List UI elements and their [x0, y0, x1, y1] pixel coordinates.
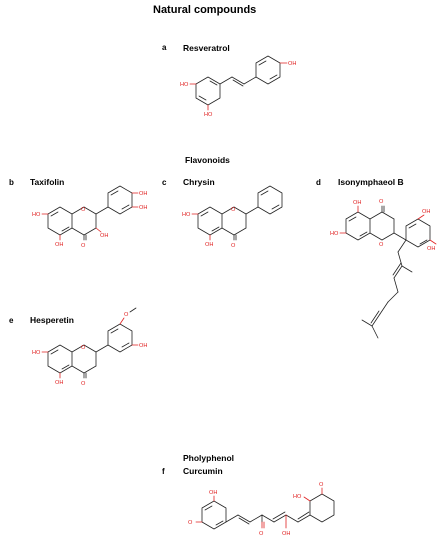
- atom-label: OH: [55, 380, 63, 386]
- section-title-flavonoids: Flavonoids: [185, 155, 230, 165]
- atom-label: OH: [139, 205, 147, 211]
- atom-label: HO: [32, 350, 41, 356]
- atom-label: OH: [139, 191, 147, 197]
- compound-name-curcumin: Curcumin: [183, 466, 223, 476]
- atom-label: O: [319, 482, 324, 488]
- structure-curcumin: OH O O OH HO O: [188, 482, 335, 537]
- atom-label: OH: [422, 209, 430, 215]
- atom-label: OH: [100, 233, 108, 239]
- atom-label: O: [259, 531, 264, 537]
- compound-name-resveratrol: Resveratrol: [183, 43, 230, 53]
- atom-label: OH: [288, 61, 296, 67]
- label-c: c: [162, 178, 167, 187]
- atom-label: OH: [427, 246, 435, 252]
- atom-label: HO: [32, 212, 41, 218]
- atom-label: OH: [353, 200, 361, 206]
- structure-chrysin: HO O OH O: [182, 185, 283, 249]
- atom-label: HO: [330, 231, 339, 237]
- atom-label: O: [379, 242, 384, 248]
- label-a: a: [162, 43, 167, 52]
- structure-hesperetin: HO O OH O OH O: [32, 307, 147, 387]
- label-e: e: [9, 316, 14, 325]
- compound-name-taxifolin: Taxifolin: [30, 177, 65, 187]
- atom-label: O: [81, 243, 86, 249]
- structure-isonymphaeol-b: OH O HO O OH OH: [330, 199, 437, 339]
- label-f: f: [162, 467, 165, 476]
- compound-name-chrysin: Chrysin: [183, 177, 215, 187]
- atom-label: OH: [209, 490, 217, 496]
- atom-label: O: [188, 520, 193, 526]
- atom-label: O: [379, 199, 384, 205]
- atom-label: OH: [282, 531, 290, 537]
- atom-label: O: [81, 381, 86, 387]
- atom-label: HO: [293, 494, 302, 500]
- figure-title: Natural compounds: [153, 4, 257, 16]
- atom-label: O: [81, 345, 86, 351]
- label-b: b: [9, 178, 14, 187]
- section-title-polyphenol: Pholyphenol: [183, 453, 234, 463]
- atom-label: HO: [204, 112, 213, 118]
- atom-label: O: [124, 312, 129, 318]
- structure-resveratrol: OH HO HO: [180, 55, 296, 118]
- compound-name-isonymphaeol-b: Isonymphaeol B: [338, 177, 404, 187]
- atom-label: O: [81, 207, 86, 213]
- label-d: d: [316, 178, 321, 187]
- atom-label: HO: [180, 82, 189, 88]
- atom-label: OH: [205, 242, 213, 248]
- atom-label: O: [231, 243, 236, 249]
- atom-label: OH: [55, 242, 63, 248]
- atom-label: OH: [139, 343, 147, 349]
- structure-taxifolin: HO O OH O OH OH OH: [32, 185, 147, 249]
- compound-name-hesperetin: Hesperetin: [30, 315, 74, 325]
- atom-label: HO: [182, 212, 191, 218]
- atom-label: O: [231, 207, 236, 213]
